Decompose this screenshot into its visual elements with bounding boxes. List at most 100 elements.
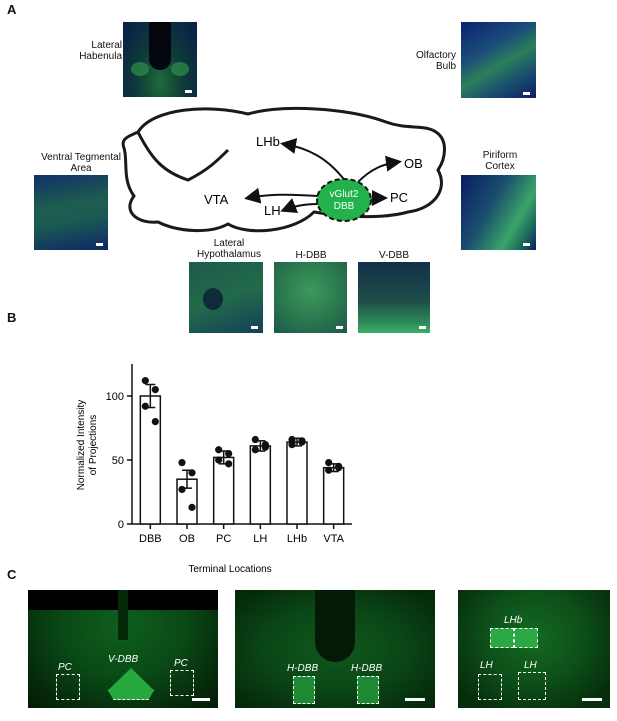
source-line1: vGlut2 — [330, 189, 359, 200]
data-point — [288, 441, 296, 449]
scale-bar — [336, 326, 343, 329]
habenula-signal-right — [171, 62, 189, 76]
micrograph-piriform — [461, 175, 536, 250]
roi-lh-left — [478, 674, 502, 700]
scale-bar — [96, 243, 103, 246]
x-tick-label: OB — [179, 533, 195, 545]
data-point — [325, 466, 333, 474]
scale-bar — [405, 698, 425, 701]
roi-pc-right — [170, 670, 194, 696]
chart-ylabel-line1: Normalized Intensity — [76, 400, 87, 491]
data-point — [188, 503, 196, 511]
bar-dbb — [139, 395, 162, 525]
data-point — [178, 485, 186, 494]
panel-letter-b: B — [7, 310, 17, 325]
data-point — [298, 437, 306, 445]
arrow-to-ob — [357, 155, 402, 183]
roi-lhb-left — [490, 628, 514, 648]
data-point — [215, 456, 223, 464]
label-h-dbb: H-DBB — [295, 250, 327, 261]
scale-bar — [523, 92, 530, 95]
bar-pc — [212, 456, 235, 525]
data-point — [215, 446, 223, 454]
micrograph-lateral-hypothalamus — [189, 262, 263, 333]
section-image-3: LHb LH LH — [458, 590, 610, 708]
x-tick-label: VTA — [323, 533, 344, 545]
section-image-1: PC V-DBB PC — [28, 590, 218, 708]
habenula-signal-left — [131, 62, 149, 76]
x-tick-label: DBB — [139, 533, 162, 545]
roi-lh-right — [518, 672, 546, 700]
label-h-dbb-left: H-DBB — [287, 663, 319, 674]
vglut2-dbb-source — [316, 178, 372, 222]
scale-bar — [582, 698, 602, 701]
section-image-2: H-DBB H-DBB — [235, 590, 435, 708]
inner-contour — [136, 131, 230, 182]
data-point — [188, 469, 196, 477]
brain-outline — [121, 107, 446, 233]
label-pc-left: PC — [58, 662, 72, 673]
micrograph-vta — [34, 175, 108, 250]
source-line2: DBB — [334, 201, 355, 212]
data-point — [151, 418, 159, 426]
bar-lh — [249, 445, 272, 525]
ventricle-shape — [315, 590, 355, 662]
arrow-to-pc — [369, 190, 388, 207]
roi-h-dbb-left — [293, 676, 315, 704]
roi-h-dbb-right — [357, 676, 379, 704]
panel-letter-c: C — [7, 567, 17, 582]
target-pc: PC — [390, 190, 408, 205]
ventricle-shape — [149, 22, 171, 70]
micrograph-h-dbb — [274, 262, 347, 333]
label-v-dbb: V-DBB — [378, 250, 409, 261]
data-point — [225, 450, 233, 458]
scale-bar — [523, 243, 530, 246]
x-tick-label: LH — [253, 533, 267, 545]
x-tick-label: PC — [216, 533, 231, 545]
label-lh-left: LH — [480, 660, 493, 671]
arrow-to-lhb — [280, 138, 347, 183]
roi-v-dbb — [108, 668, 154, 700]
data-point — [178, 458, 186, 467]
data-point — [251, 435, 259, 444]
data-point — [141, 377, 149, 385]
y-tick-label: 100 — [106, 391, 124, 403]
micrograph-olfactory-bulb — [461, 22, 536, 98]
scale-bar — [185, 90, 192, 93]
data-point — [335, 464, 343, 472]
scale-bar — [251, 326, 258, 329]
label-lateral-hypothalamus: Lateral Hypothalamus — [197, 238, 261, 260]
bar-vta — [322, 466, 345, 525]
target-lhb: LHb — [256, 134, 280, 149]
label-lhb-c: LHb — [504, 615, 523, 626]
x-tick-label: LHb — [287, 533, 307, 545]
scale-bar — [192, 698, 210, 701]
chart-ylabel-line2: of Projections — [88, 415, 99, 476]
label-h-dbb-right: H-DBB — [351, 663, 383, 674]
label-olfactory-bulb: Olfactory Bulb — [415, 50, 456, 72]
y-tick-label: 0 — [118, 519, 124, 531]
data-point — [141, 402, 149, 410]
fornix-dark-spot — [203, 288, 223, 310]
bar-lhb — [286, 441, 308, 525]
target-ob: OB — [404, 156, 423, 171]
label-piriform-cortex: Piriform Cortex — [482, 150, 518, 172]
label-vta-area: Ventral Tegmental Area — [41, 152, 121, 174]
brain-schematic: LHb OB PC VTA LH vGlut2 DBB — [121, 107, 446, 233]
roi-pc-left — [56, 674, 80, 700]
label-v-dbb-c: V-DBB — [108, 654, 139, 665]
target-lh: LH — [264, 203, 281, 218]
label-lateral-habenula: Lateral Habenula — [79, 40, 122, 62]
label-lh-right: LH — [524, 660, 537, 671]
panel-letter-a: A — [7, 2, 17, 17]
data-point — [151, 386, 159, 394]
target-vta: VTA — [204, 192, 229, 207]
data-point — [225, 460, 233, 468]
arrow-to-vta — [244, 187, 319, 204]
roi-lhb-right — [514, 628, 538, 648]
data-point — [251, 446, 259, 454]
midline — [118, 590, 128, 640]
label-pc-right: PC — [174, 658, 188, 669]
data-point — [288, 435, 296, 444]
